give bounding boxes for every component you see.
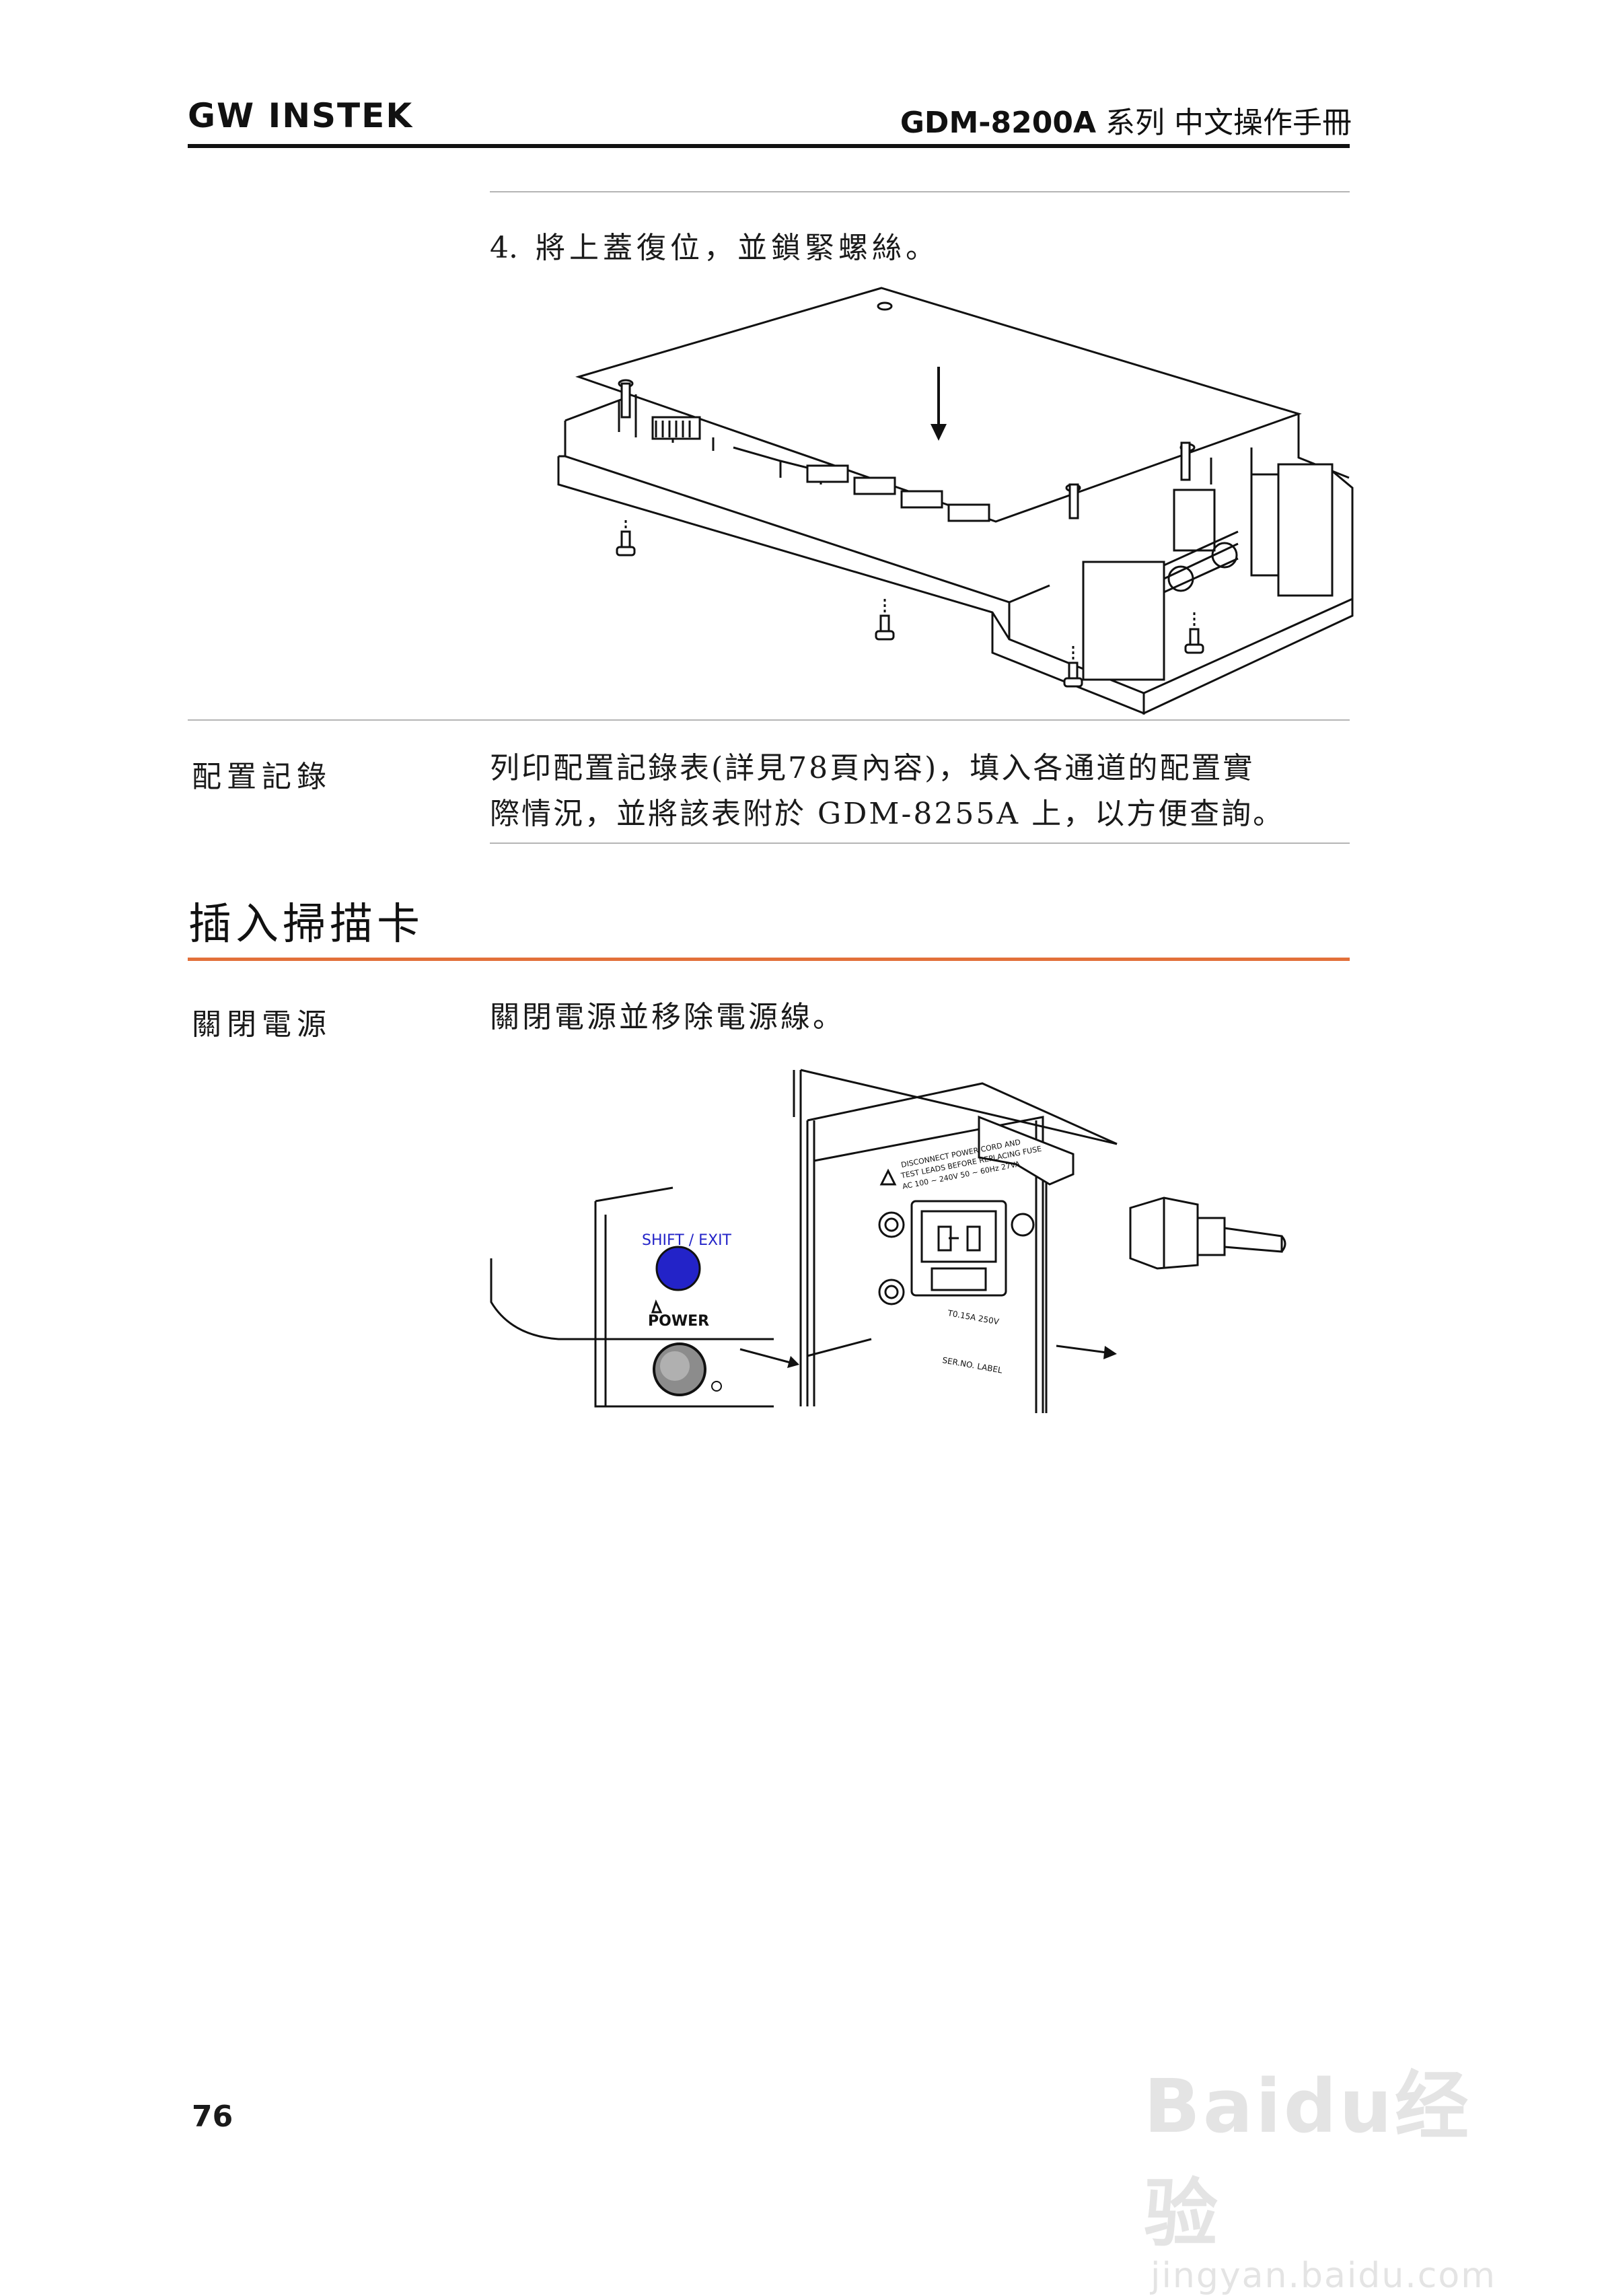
divider-top: [490, 191, 1350, 192]
power-label: POWER: [648, 1313, 709, 1330]
header-title: GDM-8200A 系列 中文操作手冊: [900, 98, 1352, 141]
header-model: GDM-8200A: [900, 106, 1097, 140]
page-number: 76: [192, 2100, 233, 2134]
fuse-rating: T0.15A 250V: [946, 1308, 1000, 1327]
power-off-text: 關閉電源並移除電源線。: [490, 1000, 845, 1034]
config-record-line2: 際情況，並將該表附於 GDM-8255A 上，以方便查詢。: [490, 797, 1285, 831]
brand-logo: GW INSTEK: [188, 96, 414, 135]
header-title-rest: 系列 中文操作手冊: [1096, 106, 1352, 140]
step-number: 4.: [490, 231, 518, 265]
watermark-url: jingyan.baidu.com: [1151, 2256, 1496, 2296]
divider-config: [490, 842, 1350, 844]
baidu-watermark: Baidu经验 jingyan.baidu.com: [1144, 2046, 1521, 2296]
cover-assembly-figure: [557, 287, 1354, 715]
power-off-label: 關閉電源: [192, 1007, 332, 1042]
serial-label: SER.NO. LABEL: [941, 1355, 1003, 1375]
header-rule: [188, 144, 1350, 148]
shift-exit-label: SHIFT / EXIT: [642, 1232, 732, 1249]
step-text: 將上蓋復位，並鎖緊螺絲。: [535, 231, 939, 265]
step-4: 4. 將上蓋復位，並鎖緊螺絲。: [490, 223, 939, 266]
config-record-text: 列印配置記錄表(詳見78頁內容)，填入各通道的配置實 際情況，並將該表附於 GD…: [490, 746, 1351, 837]
power-disconnect-figure: SHIFT / EXIT POWER DISCONNECT POWER CORD…: [490, 1069, 1286, 1413]
watermark-main: Baidu经验: [1144, 2063, 1471, 2257]
section-rule: [188, 958, 1350, 961]
divider-mid: [188, 719, 1350, 721]
config-record-line1: 列印配置記錄表(詳見78頁內容)，填入各通道的配置實: [490, 751, 1255, 785]
config-record-label: 配置記錄: [192, 760, 332, 794]
shift-exit-button-graphic: [655, 1246, 701, 1291]
section-title: 插入掃描卡: [188, 900, 424, 949]
